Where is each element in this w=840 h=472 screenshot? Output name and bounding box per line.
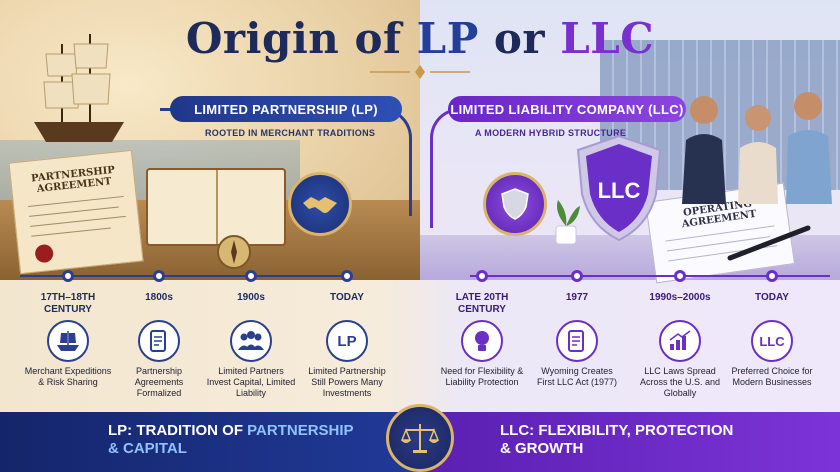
ledger-book-illustration (146, 168, 286, 246)
lp-timeline-item: 1800s Partnership Agreements Formalized (114, 292, 204, 398)
footer-llc-line2: & GROWTH (500, 440, 584, 457)
business-people-illustration (682, 92, 832, 204)
timeline-era: TODAY (755, 292, 789, 303)
lp-timeline-line (20, 275, 350, 277)
timeline-desc: Limited Partners Invest Capital, Limited… (206, 366, 296, 398)
partnership-agreement-document: PARTNERSHIP AGREEMENT (8, 149, 144, 275)
llc-subtitle: A MODERN HYBRID STRUCTURE (475, 128, 627, 138)
lp-badge-label: LP (337, 332, 357, 350)
partnership-agreement-title: PARTNERSHIP AGREEMENT (30, 164, 116, 195)
sailing-ship-icon (34, 34, 124, 142)
timeline-dot (766, 270, 778, 282)
lp-handshake-emblem (288, 172, 352, 236)
llc-frame (430, 108, 460, 228)
timeline-desc: Limited Partnership Still Powers Many In… (308, 366, 386, 398)
page-title: Origin of LP or LLC (185, 14, 655, 63)
lp-timeline-item: TODAY LP Limited Partnership Still Power… (302, 292, 392, 398)
timeline-era: 17TH–18TH CENTURY (40, 292, 96, 315)
llc-timeline-line (470, 275, 830, 277)
timeline-dot (341, 270, 353, 282)
lp-banner: LIMITED PARTNERSHIP (LP) (170, 96, 402, 122)
timeline-era: LATE 20TH CENTURY (455, 292, 509, 315)
handshake-icon (303, 197, 337, 213)
llc-timeline-item: 1977 Wyoming Creates First LLC Act (1977… (532, 292, 622, 388)
timeline-desc: Need for Flexibility & Liability Protect… (440, 366, 524, 387)
timeline-era: 1977 (565, 292, 589, 303)
llc-banner: LIMITED LIABILITY COMPANY (LLC) (448, 96, 686, 122)
footer-lp: LP: TRADITION OF PARTNERSHIP & CAPITAL (0, 412, 420, 472)
llc-shield-icon: LLC (576, 134, 662, 242)
timeline-era: 1990s–2000s (649, 292, 711, 303)
title-llc: LLC (560, 14, 655, 63)
llc-badge-label: LLC (759, 333, 785, 349)
shield-icon (501, 188, 529, 220)
timeline-dot (674, 270, 686, 282)
timeline-desc: Wyoming Creates First LLC Act (1977) (536, 366, 618, 387)
timeline-desc: LLC Laws Spread Across the U.S. and Glob… (639, 366, 721, 398)
lp-badge-icon: LP (326, 320, 368, 362)
llc-timeline-item: 1990s–2000s LLC Laws Spread Across the U… (635, 292, 725, 398)
ornament-icon (370, 65, 470, 79)
pen-icon (727, 225, 811, 261)
footer-lp-line2: & CAPITAL (108, 440, 187, 457)
timeline-era: 1800s (145, 292, 173, 303)
scales-of-justice-emblem (386, 404, 454, 472)
ship-icon (47, 320, 89, 362)
timeline-dot (245, 270, 257, 282)
footer-llc-line1: LLC: FLEXIBILITY, PROTECTION (500, 422, 734, 439)
footer-lp-line1: LP: TRADITION OF PARTNERSHIP (108, 422, 354, 439)
footer-lp-highlight: PARTNERSHIP (247, 422, 354, 439)
llc-timeline-item: LATE 20TH CENTURY Need for Flexibility &… (437, 292, 527, 388)
document-icon (556, 320, 598, 362)
document-icon (138, 320, 180, 362)
title-lp: LP (416, 14, 479, 63)
lp-timeline-item: 1900s Limited Partners Invest Capital, L… (206, 292, 296, 398)
llc-badge-icon: LLC (751, 320, 793, 362)
timeline-era: 1900s (237, 292, 265, 303)
people-icon (230, 320, 272, 362)
timeline-dot (153, 270, 165, 282)
timeline-dot (476, 270, 488, 282)
lightbulb-icon (461, 320, 503, 362)
lp-subtitle: ROOTED IN MERCHANT TRADITIONS (205, 128, 376, 138)
timeline-dot (571, 270, 583, 282)
llc-shield-label: LLC (598, 178, 641, 203)
timeline-desc: Merchant Expeditions & Risk Sharing (24, 366, 112, 387)
llc-shield-emblem (483, 172, 547, 236)
compass-icon (217, 235, 251, 269)
wax-seal-icon (35, 244, 54, 263)
footer-banner: LP: TRADITION OF PARTNERSHIP & CAPITAL L… (0, 412, 840, 472)
growth-chart-icon (659, 320, 701, 362)
timeline-desc: Partnership Agreements Formalized (134, 366, 184, 398)
timeline-dot (62, 270, 74, 282)
plant-icon (555, 200, 580, 245)
timeline-desc: Preferred Choice for Modern Businesses (731, 366, 813, 387)
scales-icon (400, 424, 440, 453)
llc-timeline-item: TODAY LLC Preferred Choice for Modern Bu… (727, 292, 817, 388)
timeline-era: TODAY (330, 292, 364, 303)
footer-llc: LLC: FLEXIBILITY, PROTECTION & GROWTH (420, 412, 840, 472)
lp-timeline-item: 17TH–18TH CENTURY Merchant Expeditions &… (23, 292, 113, 388)
